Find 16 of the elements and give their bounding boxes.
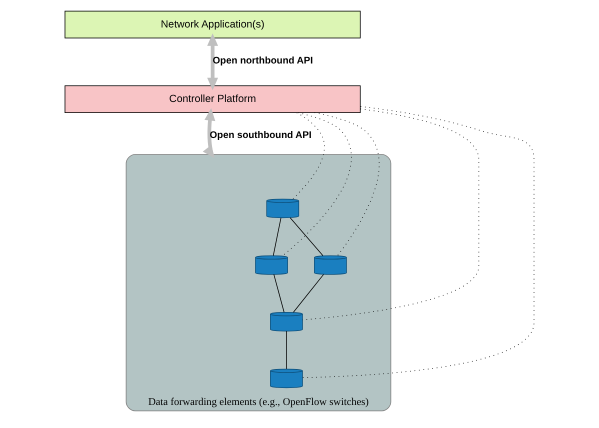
- connector: [293, 274, 324, 313]
- connector: [314, 112, 380, 256]
- node-box: Network Application(s): [64, 10, 361, 38]
- connector: [286, 330, 287, 370]
- edge-label: Open northbound API: [212, 56, 313, 67]
- connector: [272, 217, 282, 256]
- connector: [290, 217, 324, 256]
- connector: [274, 274, 284, 313]
- connector: [282, 112, 352, 256]
- arrow: [202, 108, 216, 158]
- connector: [292, 112, 325, 200]
- cluster: Data forwarding elements (e.g., OpenFlow switches): [126, 154, 392, 412]
- arrow: [207, 33, 218, 90]
- node-box: Controller Platform: [64, 85, 361, 113]
- edge-label: Open southbound API: [210, 130, 312, 142]
- connector: [302, 106, 534, 378]
